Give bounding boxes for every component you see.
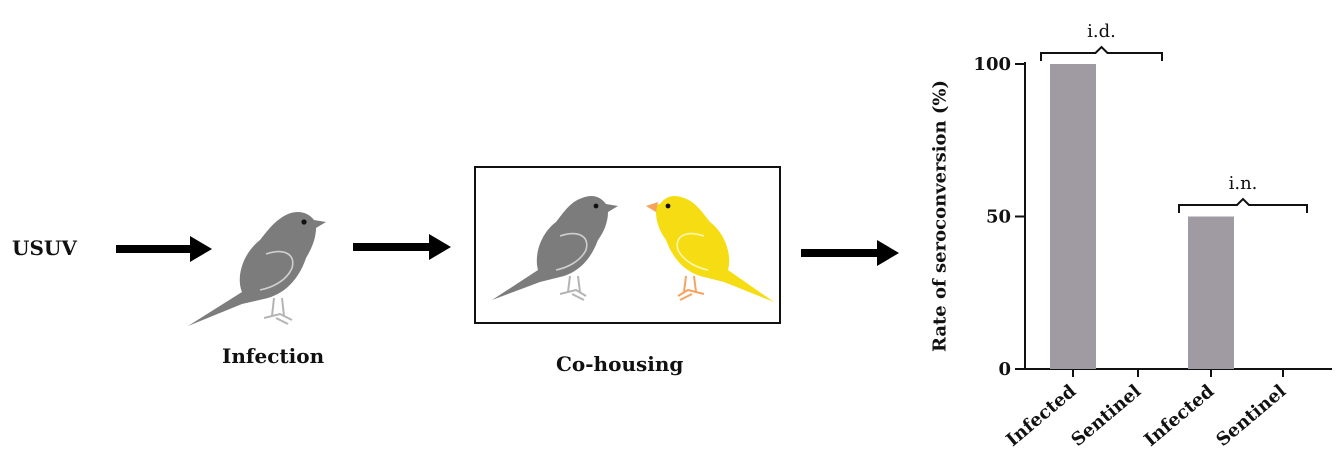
virus-label: USUV <box>12 236 77 260</box>
yellow-canary-icon <box>646 196 774 302</box>
group-label: i.n. <box>1229 173 1258 194</box>
x-tick-label: Sentinel <box>1067 381 1145 451</box>
infection-label: Infection <box>222 344 325 368</box>
bar <box>1050 64 1096 369</box>
right-arrow-icon <box>116 236 212 262</box>
bar <box>1188 216 1234 369</box>
grey-canary-icon <box>188 212 326 326</box>
grey-canary-icon <box>492 196 618 301</box>
x-tick-label: Infected <box>1002 380 1080 450</box>
x-tick-label: Sentinel <box>1212 381 1290 451</box>
y-tick-label: 50 <box>986 207 1011 228</box>
group-bracket <box>1178 197 1308 213</box>
y-tick-label: 0 <box>998 359 1011 380</box>
group-bracket <box>1040 45 1163 61</box>
group-label: i.d. <box>1087 21 1116 42</box>
cohousing-label: Co-housing <box>556 352 684 376</box>
x-tick-label: Infected <box>1140 380 1218 450</box>
right-arrow-icon <box>353 234 451 260</box>
y-tick-label: 100 <box>973 54 1011 75</box>
right-arrow-icon <box>801 240 899 266</box>
cohousing-box <box>474 166 781 324</box>
